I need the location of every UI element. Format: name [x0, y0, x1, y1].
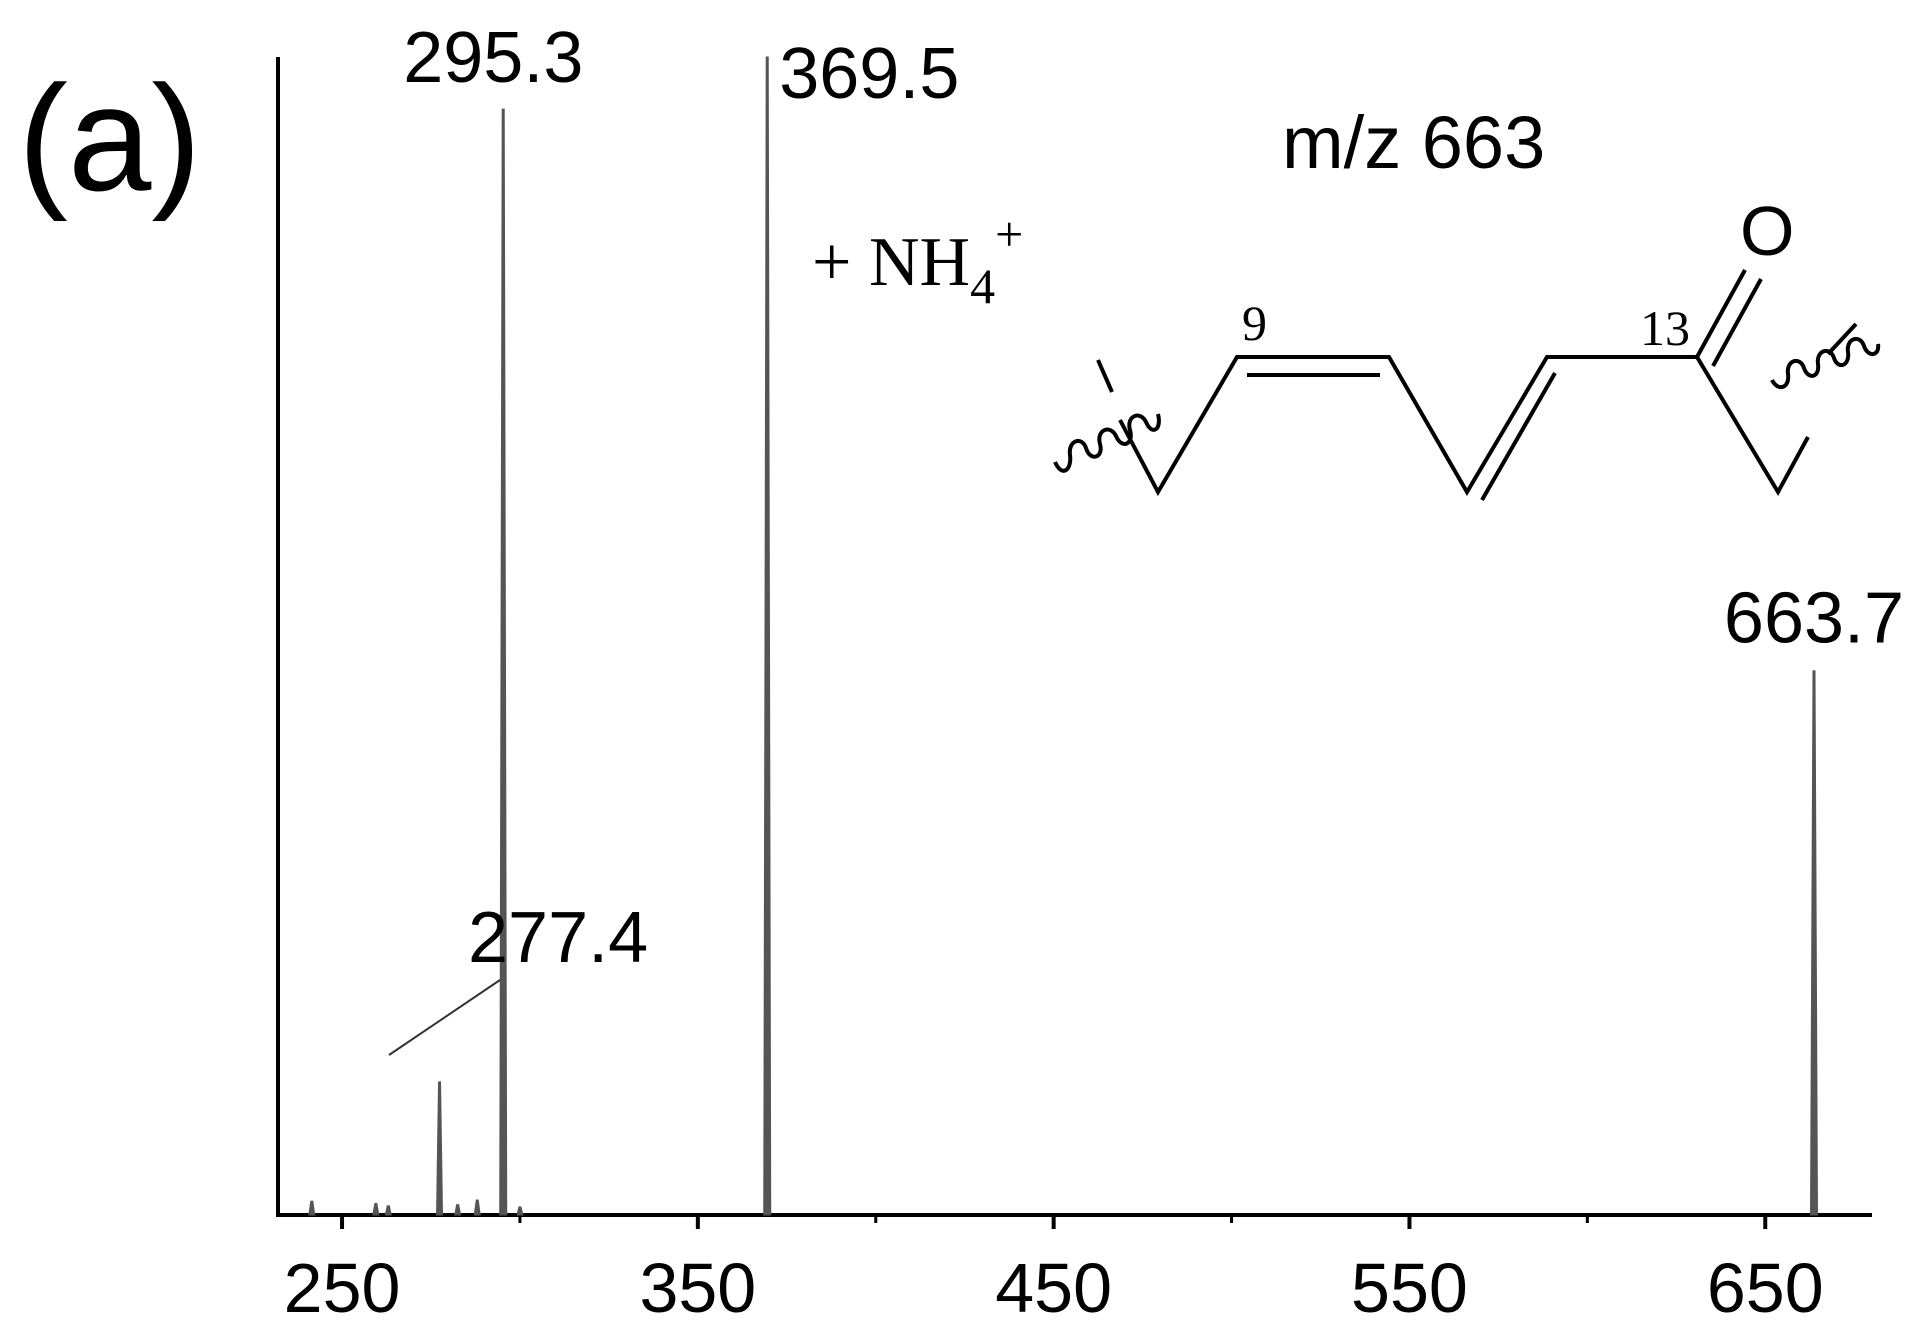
left-wavy-bond: [1053, 413, 1161, 473]
peak-263: [384, 1205, 392, 1216]
peak-label-277.4: 277.4: [468, 898, 648, 978]
peak-288: [473, 1199, 481, 1216]
peak-663.7: [1809, 670, 1819, 1216]
carbonyl-bond-2: [1711, 278, 1763, 367]
peak-241.5: [308, 1200, 316, 1216]
adduct-subscript: 4: [970, 258, 995, 314]
peak-label-369.5: 369.5: [779, 34, 959, 114]
x-tick-label-250: 250: [284, 1249, 401, 1327]
axes: [276, 57, 1872, 1217]
panel-label: (a): [18, 54, 201, 222]
right-wavy-bond: [1770, 336, 1881, 390]
x-axis-tick-labels: 250 350 450 550 650: [284, 1249, 1824, 1327]
x-tick-label-550: 550: [1351, 1249, 1468, 1327]
left-break-tick: [1096, 359, 1114, 393]
peak-300: [516, 1206, 524, 1216]
x-tick-label-450: 450: [995, 1249, 1112, 1327]
right-break-tick: [1826, 322, 1858, 356]
adduct-text: + NH: [812, 224, 970, 301]
peak-282.5: [454, 1204, 462, 1216]
peak-label-663.7: 663.7: [1724, 579, 1904, 659]
trans-double-bond: [1480, 372, 1557, 501]
carbonyl-bond-1: [1695, 269, 1747, 358]
x-axis-ticks: [340, 1215, 1768, 1229]
peak-295.3: [499, 108, 508, 1216]
oxygen-label: O: [1740, 192, 1794, 270]
carbon-13-label: 13: [1640, 300, 1690, 356]
peak-labels: 277.4 295.3 369.5 663.7: [403, 18, 1904, 978]
peak-259.5: [372, 1202, 380, 1216]
adduct-superscript: +: [995, 206, 1023, 262]
carbon-9-label: 9: [1242, 295, 1267, 351]
chemical-structure: [1053, 269, 1881, 501]
peak-369.5: [763, 56, 772, 1216]
adduct-label: + NH4+: [812, 206, 1023, 314]
carbon-chain: [1118, 355, 1810, 497]
x-tick-label-650: 650: [1707, 1249, 1824, 1327]
x-tick-label-350: 350: [639, 1249, 756, 1327]
precursor-label: m/z 663: [1282, 101, 1545, 184]
spectrum-trace: [308, 56, 1819, 1216]
peak-277.4: [436, 1081, 444, 1216]
peak-label-295.3: 295.3: [403, 18, 583, 98]
peak-277-leader-line: [388, 979, 501, 1056]
